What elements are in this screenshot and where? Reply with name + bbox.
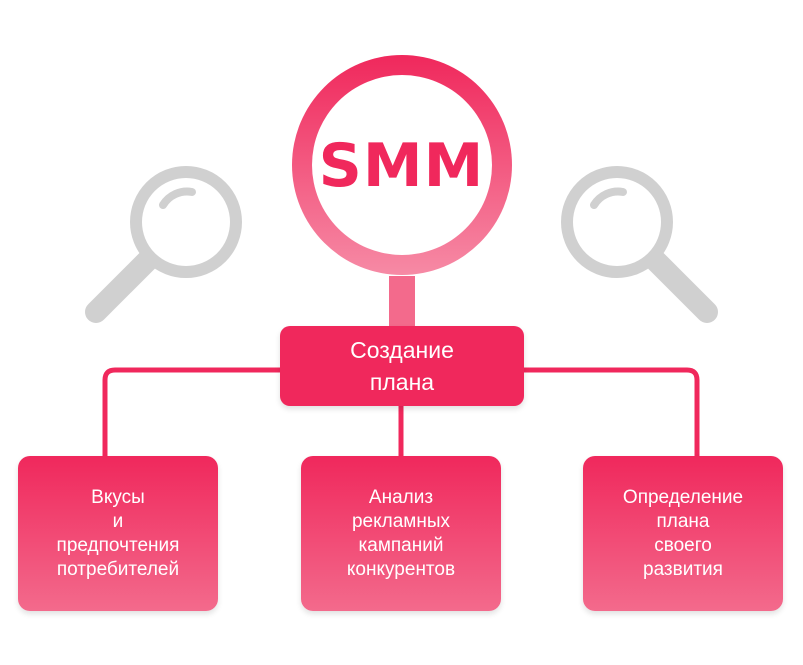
magnifying-glass-icon bbox=[561, 166, 718, 323]
branch-node-competitor-analysis: Анализ рекламных кампаний конкурентов bbox=[301, 456, 501, 611]
branch-node-development-plan: Определение плана своего развития bbox=[583, 456, 783, 611]
ring-stem bbox=[389, 276, 415, 332]
smm-ring-inner bbox=[312, 75, 492, 255]
connector-lines bbox=[102, 367, 700, 458]
branch-node-consumer-preferences: Вкусы и предпочтения потребителей bbox=[18, 456, 218, 611]
center-node-label: Создание плана bbox=[350, 337, 454, 395]
center-node-create-plan: Создание плана bbox=[280, 326, 524, 406]
smm-title: SMM bbox=[318, 131, 485, 201]
branch-node-label: Анализ рекламных кампаний конкурентов bbox=[346, 486, 456, 580]
magnifying-glass-icon bbox=[85, 166, 242, 323]
branch-node-label: Определение плана своего развития bbox=[622, 486, 744, 580]
branch-node-label: Вкусы и предпочтения потребителей bbox=[56, 486, 180, 580]
